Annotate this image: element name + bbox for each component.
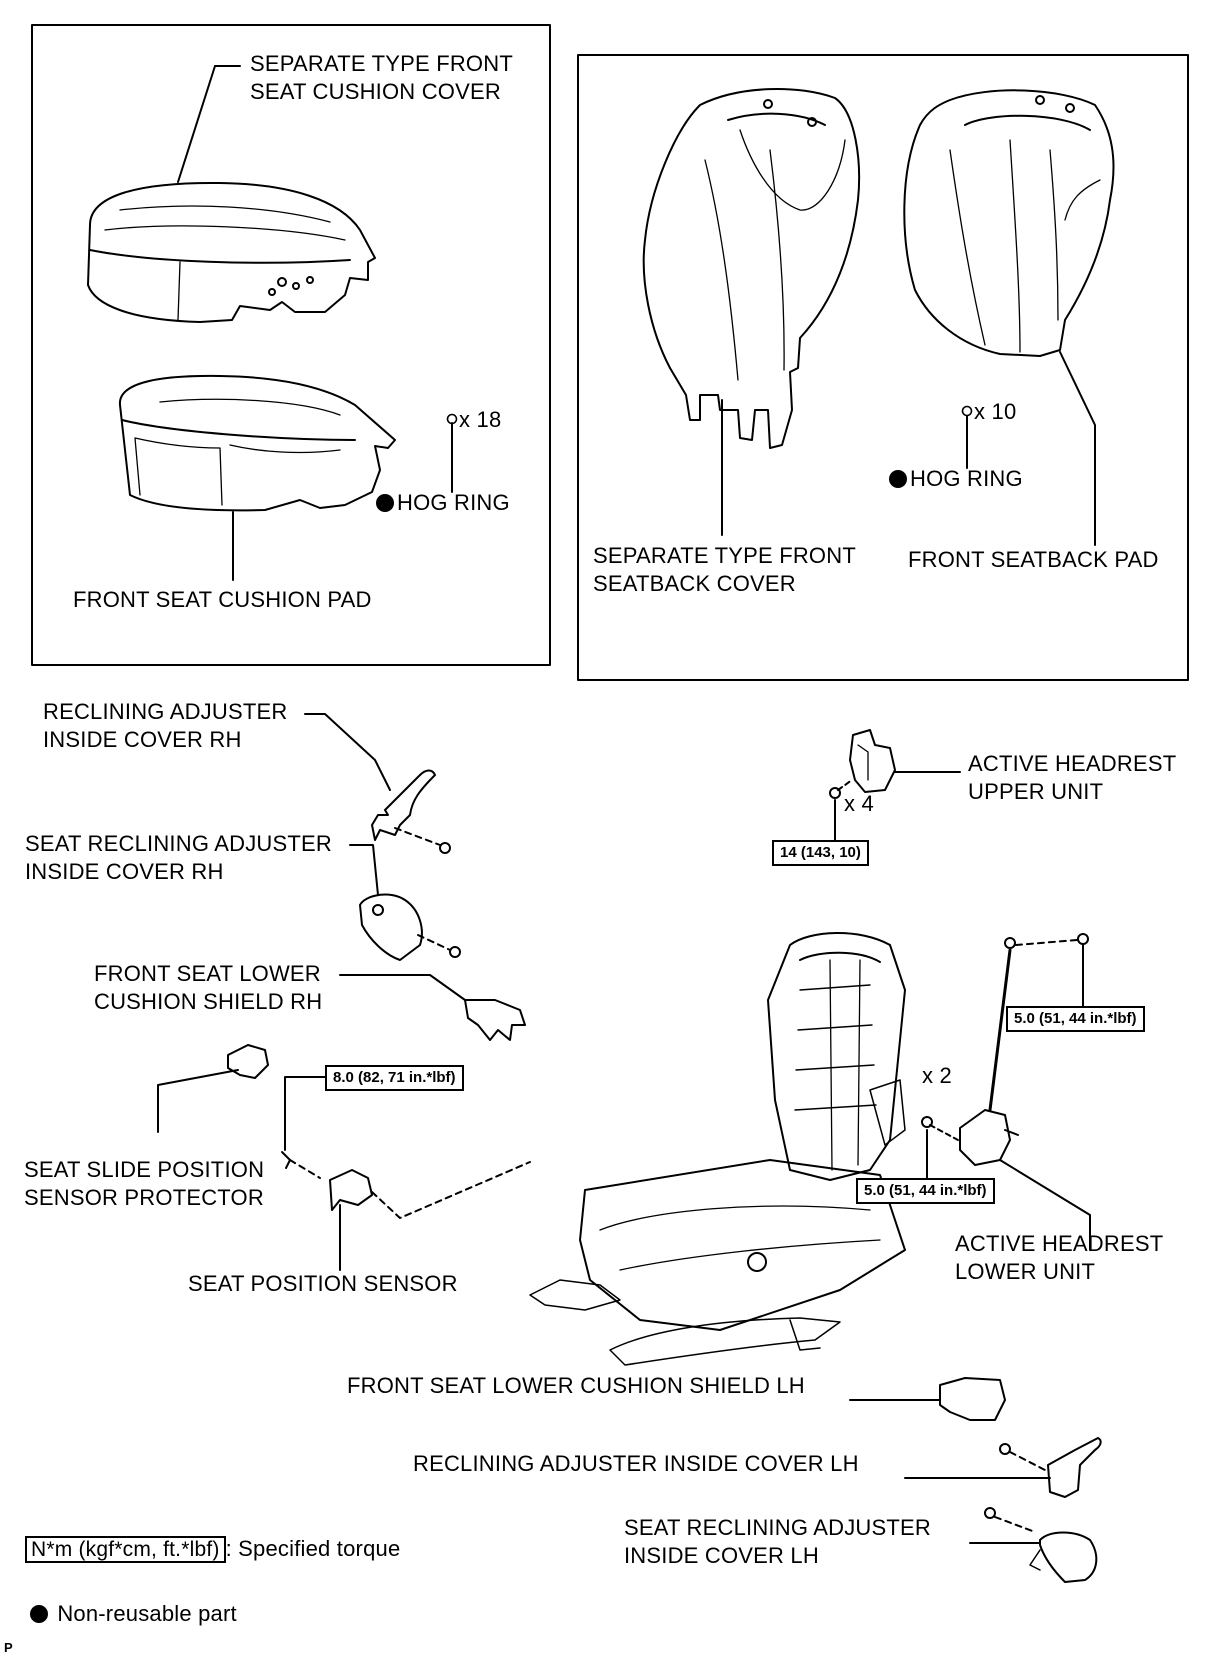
reclining-adjuster-cover-rh-drawing <box>304 713 451 854</box>
footer-mark: P <box>4 1640 13 1655</box>
label-cushion-cover: SEPARATE TYPE FRONT SEAT CUSHION COVER <box>250 51 513 104</box>
seat-reclining-adjuster-cover-lh-drawing <box>969 1507 1098 1583</box>
headrest-lower-unit-drawing <box>921 933 1091 1251</box>
legend-torque-desc: : Specified torque <box>225 1536 401 1561</box>
torque-sensor-bolt: 8.0 (82, 71 in.*lbf) <box>325 1065 464 1091</box>
seat-cushion-cover-drawing <box>87 65 376 323</box>
seat-position-sensor-drawing <box>281 1076 531 1271</box>
label-seat-recl-cover-lh: SEAT RECLINING ADJUSTER INSIDE COVER LH <box>624 1515 931 1568</box>
label-cushion-pad: FRONT SEAT CUSHION PAD <box>73 587 372 612</box>
qty-cushion-hog-rings: x 18 <box>459 407 502 432</box>
label-seatback-pad: FRONT SEATBACK PAD <box>908 547 1159 572</box>
qty-upper-nuts: x 4 <box>844 791 874 816</box>
torque-upper-unit: 14 (143, 10) <box>772 840 869 866</box>
nonreusable-dot-icon <box>376 494 394 512</box>
slide-sensor-protector-drawing <box>157 1044 269 1133</box>
label-recl-cover-lh: RECLINING ADJUSTER INSIDE COVER LH <box>413 1451 859 1476</box>
headrest-upper-unit-drawing <box>829 729 961 846</box>
label-recl-cover-rh: RECLINING ADJUSTER INSIDE COVER RH <box>43 699 288 752</box>
label-hog-ring-seatback: HOG RING <box>910 466 1023 491</box>
reclining-adjuster-cover-lh-drawing <box>904 1437 1102 1498</box>
legend-nonreusable-desc: Non-reusable part <box>57 1601 237 1626</box>
label-slide-sensor-protector: SEAT SLIDE POSITION SENSOR PROTECTOR <box>24 1157 265 1210</box>
torque-lower-unit: 5.0 (51, 44 in.*lbf) <box>856 1178 995 1204</box>
label-seat-recl-cover-rh: SEAT RECLINING ADJUSTER INSIDE COVER RH <box>25 831 332 884</box>
seatback-assembly-frame <box>577 54 1189 681</box>
nonreusable-dot-icon <box>889 470 907 488</box>
label-hog-ring-cushion: HOG RING <box>397 490 510 515</box>
lower-cushion-shield-lh-drawing <box>849 1377 1006 1421</box>
seat-frame-drawing <box>529 932 906 1366</box>
legend-torque: N*m (kgf*cm, ft.*lbf): Specified torque <box>25 1535 400 1564</box>
nonreusable-dot-icon <box>30 1605 48 1623</box>
label-seatback-cover: SEPARATE TYPE FRONT SEATBACK COVER <box>593 543 856 596</box>
seat-cushion-pad-drawing <box>118 374 396 581</box>
label-headrest-upper: ACTIVE HEADREST UPPER UNIT <box>968 751 1177 804</box>
qty-seatback-hog-rings: x 10 <box>974 399 1017 424</box>
label-lower-shield-rh: FRONT SEAT LOWER CUSHION SHIELD RH <box>94 961 323 1014</box>
label-seat-position-sensor: SEAT POSITION SENSOR <box>188 1271 458 1296</box>
seatback-cover-drawing <box>642 88 861 536</box>
legend-torque-units: N*m (kgf*cm, ft.*lbf) <box>25 1536 226 1563</box>
cushion-assembly-frame <box>31 24 551 666</box>
torque-rod-top: 5.0 (51, 44 in.*lbf) <box>1006 1006 1145 1032</box>
legend-nonreusable: Non-reusable part <box>30 1600 237 1628</box>
label-headrest-lower: ACTIVE HEADREST LOWER UNIT <box>955 1231 1164 1284</box>
seat-reclining-adjuster-cover-rh-drawing <box>349 844 461 961</box>
lower-cushion-shield-rh-drawing <box>339 974 526 1041</box>
label-lower-shield-lh: FRONT SEAT LOWER CUSHION SHIELD LH <box>347 1373 805 1398</box>
qty-lower-nuts: x 2 <box>922 1063 952 1088</box>
hog-ring-icon <box>446 413 458 425</box>
seatback-pad-drawing <box>903 89 1115 546</box>
